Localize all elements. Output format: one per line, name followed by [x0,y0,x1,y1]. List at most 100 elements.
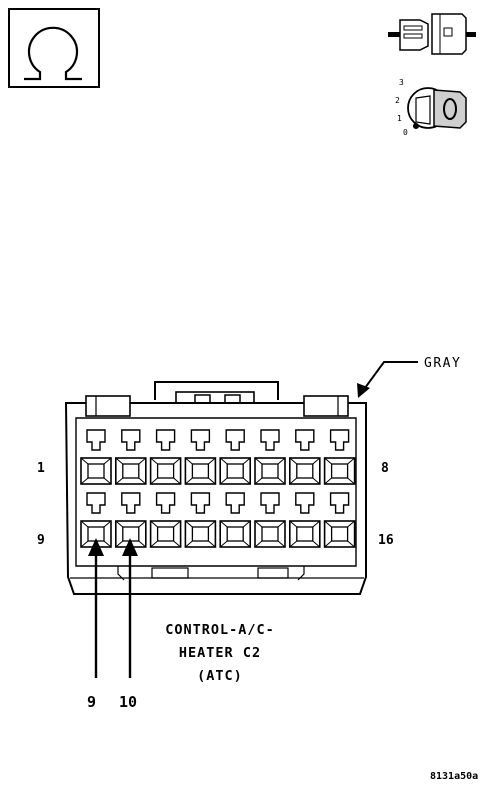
cavity-chamfer [254,540,263,548]
cavity-chamfer [312,520,321,528]
cavity-4 [184,429,217,485]
cavity-terminal [296,526,314,542]
cavity-chamfer [150,477,158,485]
cavity-chamfer [185,520,193,528]
cavity-chamfer [208,540,216,548]
cavity-chamfer [219,520,228,528]
ignition-key-icon: 3 2 1 0 [395,78,467,137]
cavity-terminal [226,526,244,542]
connector-color-label: GRAY [424,356,461,371]
cavity-terminal [226,463,244,479]
figure-id: 8131a50a [430,771,478,782]
cavity-terminal [156,463,175,479]
cavity-chamfer [277,477,286,485]
cavity-latch [155,429,176,451]
cavity-latch [86,492,106,514]
cavity-chamfer [138,540,147,548]
cavity-chamfer [103,477,112,485]
key-position-3: 3 [399,78,404,87]
cavity-terminal [191,526,210,542]
cavity-chamfer [289,540,298,548]
cavity-chamfer [138,520,147,528]
cavity-1 [80,429,112,485]
cavity-chamfer [115,520,124,528]
cavity-terminal [191,463,210,479]
pin-label-9: 9 [37,533,45,548]
cavity-chamfer [138,457,147,465]
cavity-chamfer [115,540,124,548]
cavity-chamfer [208,520,216,528]
cavity-chamfer [173,457,181,465]
cavity-chamfer [150,457,158,465]
cavity-chamfer [219,477,228,485]
cavity-chamfer [80,520,89,528]
cavity-chamfer [312,540,321,548]
cavity-latch [295,492,315,514]
cavity-chamfer [312,477,321,485]
cavity-chamfer [173,477,181,485]
cavity-chamfer [173,520,181,528]
key-position-2: 2 [395,96,400,105]
cavity-chamfer [242,520,251,528]
cavity-chamfer [289,477,298,485]
cavity-latch [121,492,141,514]
cavity-chamfer [185,540,193,548]
cavity-13 [219,492,251,548]
cavity-terminal [261,463,279,479]
cavity-6 [254,429,286,485]
cavity-latch [329,429,350,451]
cavity-9 [80,492,112,548]
pin-label-1: 1 [37,461,45,476]
cavity-chamfer [115,457,124,465]
cavity-2 [115,429,147,485]
cavity-chamfer [347,540,355,548]
cavity-chamfer [173,540,181,548]
cavity-chamfer [242,540,251,548]
cavity-terminal [122,463,140,479]
cavity-chamfer [242,457,251,465]
cavity-latch [190,429,211,451]
cavity-latch [155,492,176,514]
cavity-latch [329,492,350,514]
cavity-chamfer [219,457,228,465]
cavity-chamfer [254,457,263,465]
color-callout: GRAY [357,356,461,398]
cavity-chamfer [80,540,89,548]
cavity-15 [288,492,321,548]
connector-icon [388,13,476,55]
cavity-chamfer [324,520,332,528]
cavity-chamfer [80,477,89,485]
cavity-latch [121,429,141,451]
cavity-terminal [296,463,314,479]
ohm-icon [24,26,82,81]
cavity-chamfer [347,477,355,485]
connector-title-line-2: HEATER C2 [179,645,261,661]
cavity-chamfer [138,477,147,485]
cavity-11 [149,492,182,548]
cavity-grid [80,429,356,548]
cavity-latch [225,492,245,514]
cavity-chamfer [277,520,286,528]
cavity-chamfer [150,540,158,548]
cavity-chamfer [312,457,321,465]
cavity-chamfer [289,520,298,528]
cavity-latch [190,492,211,514]
cavity-chamfer [324,457,332,465]
cavity-8 [323,429,356,485]
cavity-latch [260,492,280,514]
cavity-chamfer [103,520,112,528]
cavity-12 [184,492,217,548]
cavity-chamfer [324,540,332,548]
cavity-latch [295,429,315,451]
cavity-5 [219,429,251,485]
cavity-terminal [87,463,105,479]
cavity-chamfer [289,457,298,465]
cavity-chamfer [254,520,263,528]
cavity-14 [254,492,286,548]
cavity-terminal [330,463,349,479]
cavity-chamfer [208,457,216,465]
cavity-latch [86,429,106,451]
cavity-latch [225,429,245,451]
cavity-chamfer [185,477,193,485]
